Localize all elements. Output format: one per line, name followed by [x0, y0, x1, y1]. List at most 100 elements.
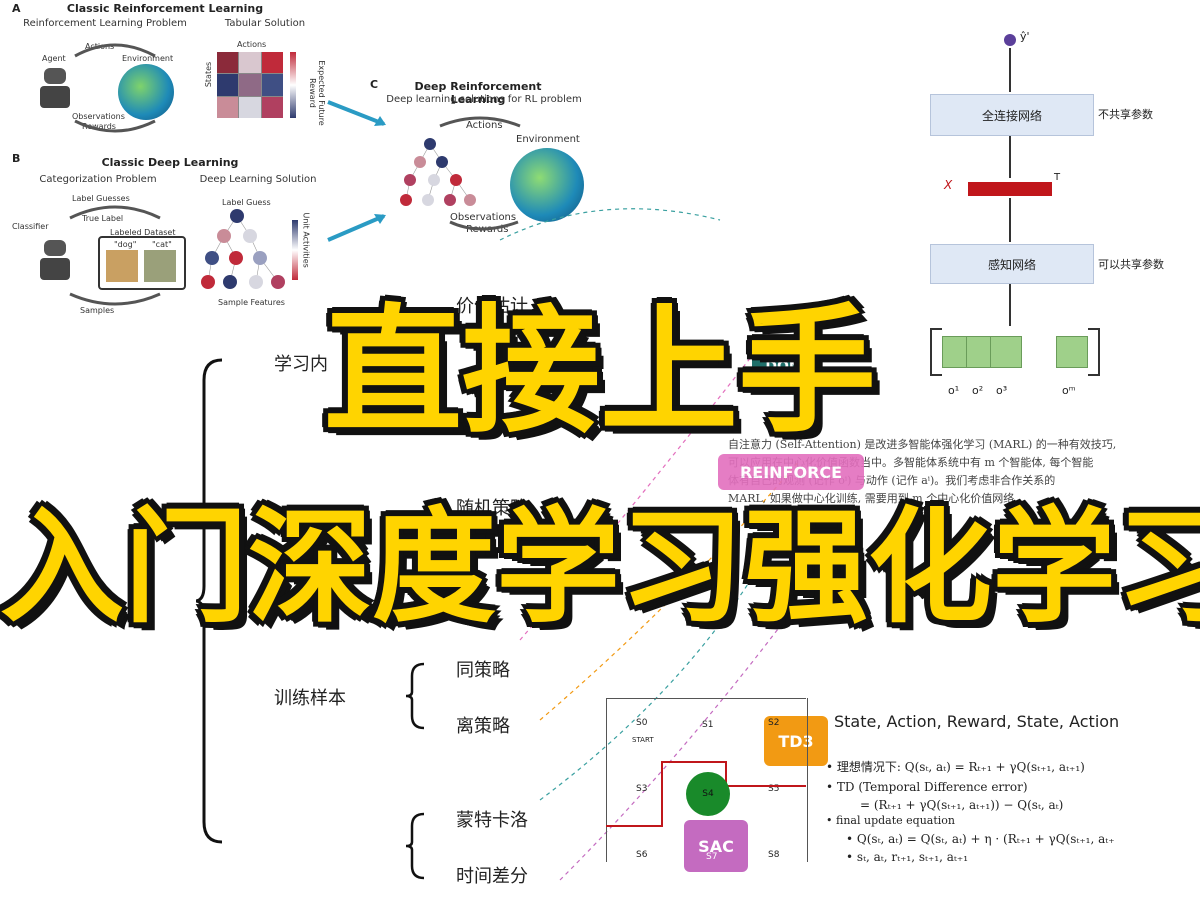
paper-line-4: MARL, 如果做中心化训练, 需要用到 m 个中心化价值网络 [728, 492, 1015, 505]
cat-label: "cat" [152, 240, 172, 249]
left-bracket [930, 328, 942, 376]
td3-badge: TD3 [764, 716, 828, 766]
input-cube-m [1056, 336, 1088, 368]
labeled-dataset-label: Labeled Dataset [110, 228, 176, 237]
classifier-robot-icon [38, 240, 72, 280]
feature-vector-bar [968, 182, 1052, 196]
share-label: 可以共享参数 [1098, 258, 1164, 271]
grid-world [606, 698, 808, 862]
globe-icon [118, 64, 174, 120]
panel-c-actions: Actions [466, 120, 503, 131]
cat-image [144, 250, 176, 282]
input-o2: o² [972, 384, 984, 397]
grid-s7: S7 [706, 852, 718, 862]
reinforce-badge: REINFORCE [718, 454, 864, 490]
panel-b-network [201, 209, 285, 289]
overlay-title-line-2: 入门深度学习强化学习 [0, 496, 1200, 640]
arrow-top [1009, 48, 1011, 92]
mindmap-node-value-estimation: 价值估计 [456, 296, 528, 317]
sarsa-bullet-1: • 理想情况下: Q(sₜ, aₜ) = Rₜ₊₁ + γQ(sₜ₊₁, aₜ₊… [826, 760, 1085, 774]
sample-features: Sample Features [218, 298, 285, 307]
flow-arrows [327, 100, 386, 242]
training-brace [405, 662, 425, 730]
panel-c-observations: Observations [450, 212, 517, 223]
classifier-label: Classifier [12, 222, 49, 231]
unit-activities: Unit Activities [301, 212, 311, 268]
tabular-solution-table [217, 52, 283, 118]
mindmap-branch-1: 学习内 [274, 354, 328, 375]
sarsa-bullet-5: • sₜ, aₜ, rₜ₊₁, sₜ₊₁, aₜ₊₁ [846, 850, 969, 864]
mindmap-node-off-policy: 离策略 [456, 716, 510, 737]
grid-s5: S5 [768, 784, 780, 794]
input-om: oᵐ [1062, 384, 1076, 397]
table-states-label: States [204, 61, 214, 88]
sampling-brace [405, 812, 425, 880]
panel-a-left-sub: Reinforcement Learning Problem [23, 18, 187, 29]
grid-s8: S8 [768, 850, 780, 860]
panel-b-cycle-arrows [69, 205, 161, 306]
input-o1: o¹ [948, 384, 960, 397]
labeled-dataset-frame [98, 236, 186, 290]
dashed-connectors [499, 208, 801, 881]
dqn-badge: DQN [752, 348, 814, 386]
sarsa-bullet-1-text: 理想情况下: Q(sₜ, aₜ) = Rₜ₊₁ + γQ(sₜ₊₁, aₜ₊₁) [836, 760, 1085, 774]
grid-s6: S6 [636, 850, 648, 860]
reward-colorbar [290, 52, 296, 118]
panel-b-letter: B [12, 152, 21, 165]
dog-image [106, 250, 138, 282]
label-guess: Label Guess [222, 198, 271, 207]
dog-label: "dog" [114, 240, 137, 249]
grid-s1: S1 [702, 720, 714, 730]
transpose-label: T [1054, 172, 1061, 183]
panel-c-environment: Environment [516, 134, 580, 145]
grid-s3: S3 [636, 784, 648, 794]
input-o3: o³ [996, 384, 1008, 397]
arrow-low [1009, 198, 1011, 242]
mindmap-node-monte-carlo: 蒙特卡洛 [456, 810, 528, 831]
sarsa-bullet-3: • final update equation [826, 814, 955, 827]
label-guesses: Label Guesses [72, 194, 130, 203]
mindmap-node-on-policy: 同策略 [456, 660, 510, 681]
panel-b-title: Classic Deep Learning [101, 156, 239, 169]
agent-robot-icon [38, 68, 72, 108]
panel-a-agent: Agent [42, 54, 66, 63]
grid-start: START [632, 736, 654, 744]
mindmap-branch-2: 训练样本 [274, 688, 346, 709]
panel-a-observations: Observations [72, 112, 125, 121]
grid-s4-agent: S4 [686, 772, 730, 816]
samples-label: Samples [80, 306, 115, 315]
perception-network-box: 感知网络 [930, 244, 1094, 284]
sarsa-td-formula: = (Rₜ₊₁ + γQ(sₜ₊₁, aₜ₊₁)) − Q(sₜ, aₜ) [860, 798, 1064, 812]
x-label: X [944, 178, 953, 192]
grid-top-line [606, 698, 806, 699]
table-actions-label: Actions [237, 40, 267, 49]
grid-red-walls [606, 761, 806, 827]
sarsa-bullet-2: • TD (Temporal Difference error) [826, 780, 1028, 794]
grid-s0: S0 [636, 718, 648, 728]
panel-a-rewards: Rewards [82, 122, 116, 131]
sarsa-bullet-3-text: final update equation [836, 814, 955, 827]
main-brace [196, 358, 223, 844]
panel-c-title: Deep Reinforcement Learning [414, 80, 542, 106]
sarsa-bullet-4-text: Q(sₜ, aₜ) = Q(sₜ, aₜ) + η · (Rₜ₊₁ + γQ(s… [856, 832, 1115, 846]
output-node [1004, 34, 1016, 46]
no-share-label: 不共享参数 [1098, 108, 1153, 121]
true-label: True Label [82, 214, 124, 223]
mindmap-node-stochastic-policy: 随机策略 [456, 498, 528, 519]
arrow-bottom [1009, 284, 1011, 326]
panel-c-arrows-network [400, 116, 521, 231]
sarsa-bullet-4: • Q(sₜ, aₜ) = Q(sₜ, aₜ) + η · (Rₜ₊₁ + γQ… [846, 832, 1115, 846]
panel-a-cycle-arrows [74, 43, 156, 133]
panel-a-environment: Environment [122, 54, 174, 63]
overlay-title-line-1: 直接上手 [323, 291, 876, 452]
fc-network-box: 全连接网络 [930, 94, 1094, 136]
input-cube-3 [990, 336, 1022, 368]
panel-c-sub: Deep learning solutions for RL problem [386, 94, 582, 105]
panel-a-right-sub: Tabular Solution [224, 18, 306, 29]
panel-a-title: Classic Reinforcement Learning [66, 2, 264, 15]
panel-b-right-sub: Deep Learning Solution [199, 174, 317, 185]
sarsa-bullet-5-text: sₜ, aₜ, rₜ₊₁, sₜ₊₁, aₜ₊₁ [856, 850, 969, 864]
sarsa-bullet-2-text: TD (Temporal Difference error) [836, 780, 1028, 794]
grid-s2: S2 [768, 718, 780, 728]
sarsa-header: State, Action, Reward, State, Action [834, 712, 1120, 731]
